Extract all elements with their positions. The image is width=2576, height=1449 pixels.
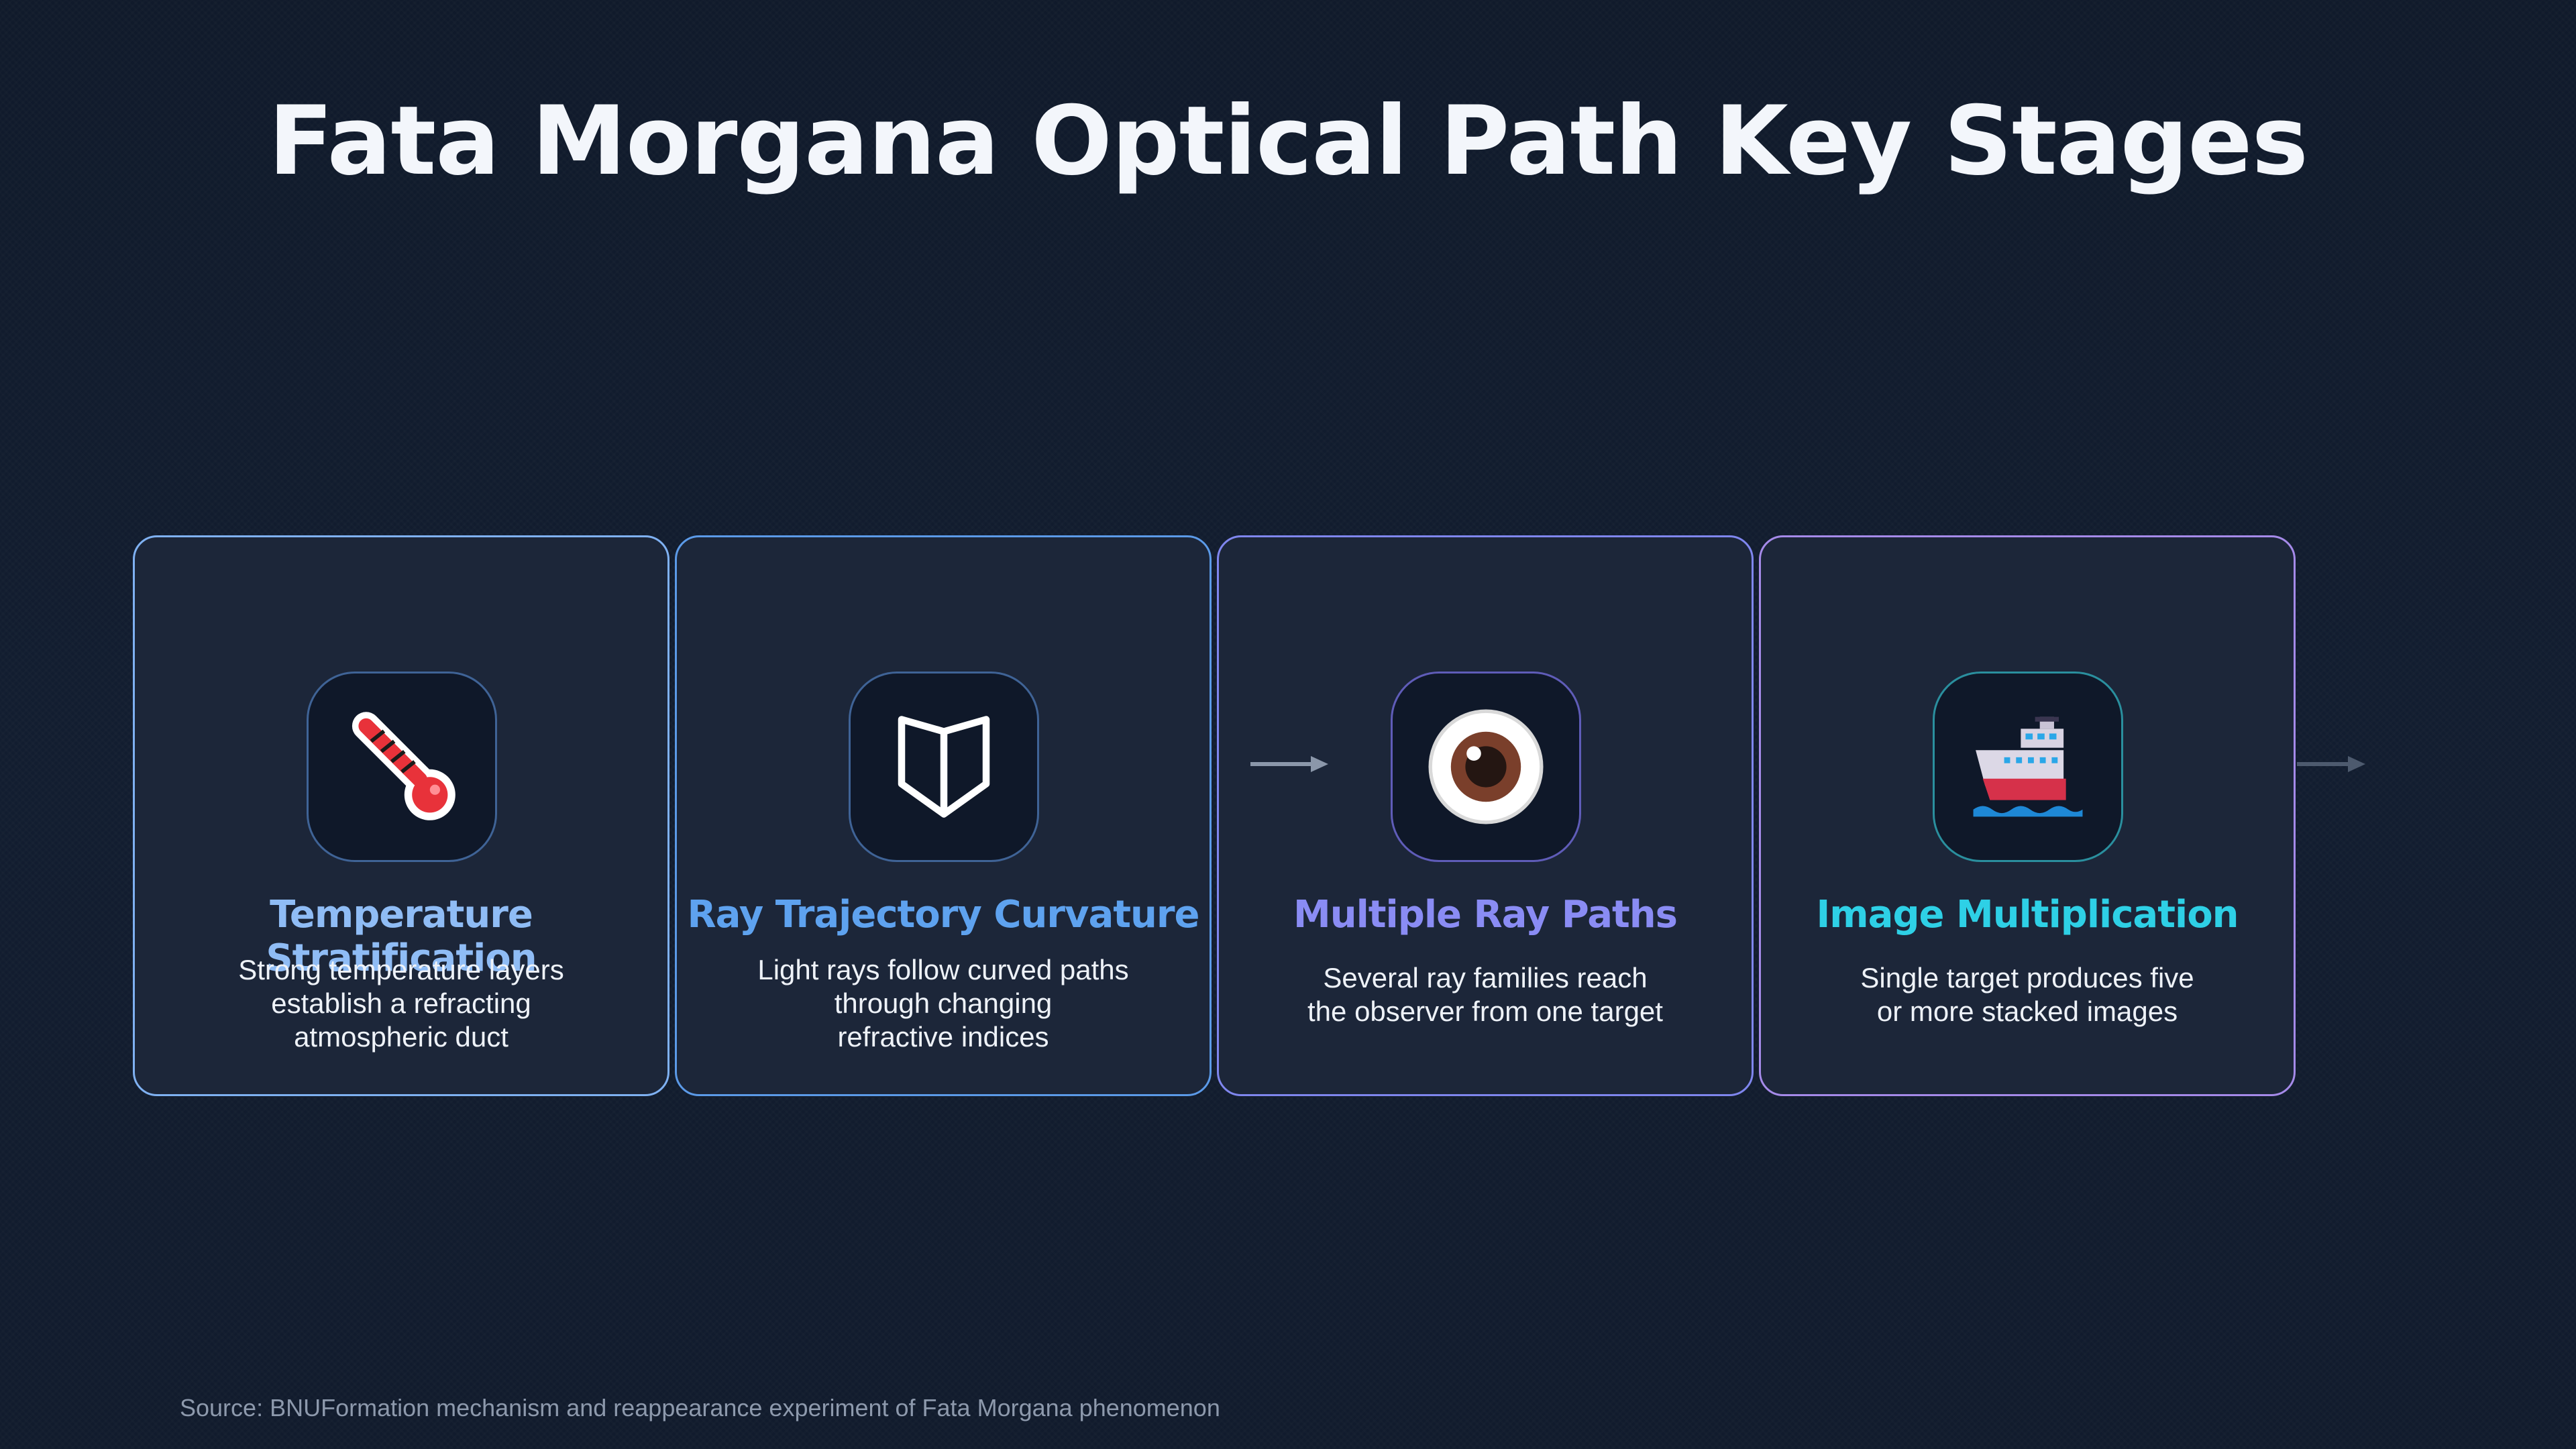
source-note: Source: BNUFormation mechanism and reapp… (180, 1394, 1220, 1421)
stage-title: Image Multiplication (1816, 893, 2239, 936)
thermometer-icon (352, 712, 455, 820)
stage-title: Ray Trajectory Curvature (687, 893, 1200, 936)
icon-tile (1391, 672, 1581, 862)
stage-card-multiple-ray-paths: Multiple Ray Paths Several ray families … (1217, 535, 1754, 1096)
stage-card-temperature-stratification: Temperature Stratification Strong temper… (133, 535, 669, 1096)
stage-card-image-multiplication: Image Multiplication Single target produ… (1759, 535, 2296, 1096)
stage-description: Several ray families reach the observer … (1307, 962, 1663, 1027)
stage-description: Single target produces five or more stac… (1860, 962, 2194, 1027)
stage-description: Light rays follow curved paths through c… (757, 954, 1129, 1053)
stage-card-ray-trajectory-curvature: Ray Trajectory Curvature Light rays foll… (675, 535, 1212, 1096)
stage-description: Strong temperature layers establish a re… (238, 954, 564, 1053)
ship-icon (1973, 716, 2083, 817)
page-title: Fata Morgana Optical Path Key Stages (268, 86, 2308, 197)
stage-title: Multiple Ray Paths (1293, 893, 1678, 936)
icon-tile (849, 672, 1039, 862)
stage-title: Temperature Stratification (266, 893, 537, 980)
prism-icon (898, 716, 990, 818)
icon-tile (1933, 672, 2123, 862)
icon-tile (307, 672, 497, 862)
eye-icon (1428, 709, 1544, 824)
arrow-right-icon (2297, 756, 2365, 772)
arrow-right-icon (1250, 756, 1328, 772)
